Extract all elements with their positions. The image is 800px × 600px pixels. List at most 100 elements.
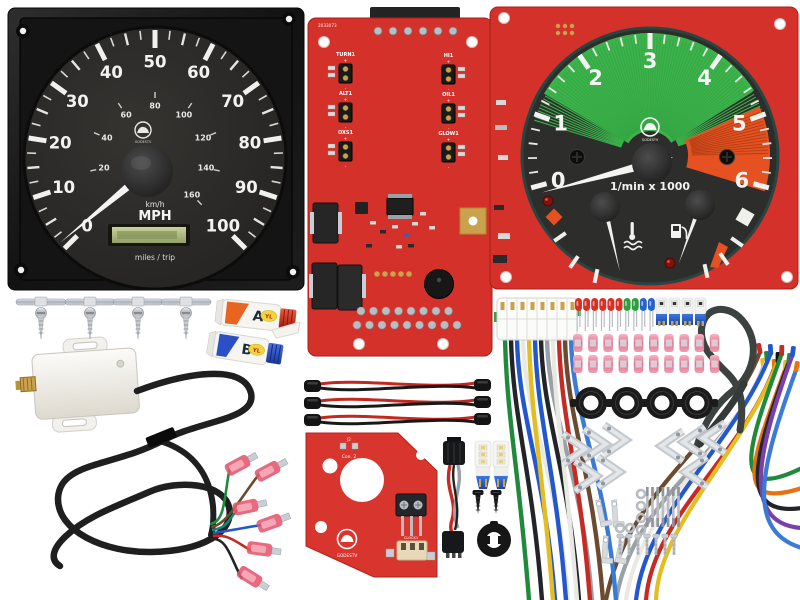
heatshrink-butt-connector bbox=[633, 355, 644, 373]
tick bbox=[70, 59, 81, 71]
polarity-minus: - bbox=[345, 165, 347, 170]
polarity-plus: + bbox=[344, 58, 348, 64]
bundle-wire bbox=[762, 367, 800, 550]
heatshrink-butt-connector bbox=[649, 355, 659, 373]
solder-pad bbox=[415, 320, 424, 330]
led-5mm bbox=[607, 298, 615, 331]
machine-screw bbox=[616, 533, 624, 555]
speedometer-brand-logo: GODESTV bbox=[134, 121, 152, 144]
solder-pad bbox=[394, 306, 403, 316]
metal-clip bbox=[601, 535, 614, 564]
speedometer-brand-text: GODESTV bbox=[135, 140, 152, 144]
rubber-grommet bbox=[606, 387, 648, 419]
angle-bracket bbox=[601, 421, 634, 459]
solder-pad bbox=[390, 320, 399, 330]
tick bbox=[32, 189, 52, 200]
fuel-icon bbox=[671, 224, 688, 239]
t5-led-bulb bbox=[474, 440, 492, 489]
harness-wire bbox=[502, 336, 532, 600]
tube-a-label-stripe bbox=[224, 301, 250, 325]
polarity-minus: - bbox=[448, 166, 450, 171]
mount-slot-top bbox=[72, 341, 98, 351]
angle-bracket bbox=[675, 423, 708, 461]
gauge-number: 100 bbox=[176, 110, 193, 119]
t10-led-bulb bbox=[668, 297, 681, 326]
plate-screw-terminal bbox=[395, 493, 427, 536]
solder-pad bbox=[352, 320, 362, 330]
clock-cable bbox=[442, 437, 465, 558]
tick bbox=[759, 127, 770, 132]
jumper-wire bbox=[304, 396, 491, 409]
gauge-number: 90 bbox=[235, 178, 258, 197]
gauge-number: 140 bbox=[198, 164, 215, 173]
gauge-number: 60 bbox=[121, 110, 133, 119]
tube-a-brand: YL bbox=[264, 314, 274, 321]
gauge-number: 6 bbox=[734, 169, 749, 193]
gauge-number: 2 bbox=[588, 66, 603, 90]
adapter-plate: J2 Con. 2 CLOCK1 GODESTV bbox=[305, 432, 438, 578]
angle-bracket bbox=[560, 430, 593, 468]
t10-led-bulb bbox=[655, 297, 668, 326]
tick bbox=[530, 181, 548, 191]
tick bbox=[241, 70, 250, 78]
plate-j2-label: J2 bbox=[346, 437, 351, 442]
harness-connector-pins bbox=[500, 302, 575, 310]
tick bbox=[117, 102, 123, 109]
tick bbox=[577, 53, 591, 70]
polarity-plus: + bbox=[344, 136, 348, 142]
gauge-number: 60 bbox=[187, 63, 210, 82]
heatshrink-butt-connector bbox=[649, 334, 659, 352]
terminal-label: OXS1 bbox=[338, 130, 354, 136]
solder-pad bbox=[427, 320, 437, 330]
terminal-header bbox=[441, 64, 456, 85]
heatshrink-butt-connector bbox=[709, 334, 720, 352]
tick bbox=[662, 34, 666, 44]
pcb-mount-holes bbox=[318, 36, 478, 350]
angle-bracket bbox=[653, 427, 686, 465]
tick bbox=[94, 42, 108, 62]
threaded-standoff bbox=[672, 487, 675, 527]
led-5mm bbox=[615, 298, 623, 331]
led-5mm bbox=[599, 298, 607, 331]
tick bbox=[762, 142, 772, 146]
tick bbox=[242, 80, 261, 96]
machine-screw bbox=[625, 533, 633, 555]
heatshrink-butt-connector bbox=[633, 334, 644, 352]
heatshrink-butt-connector bbox=[679, 334, 689, 352]
tick bbox=[533, 111, 551, 122]
threaded-standoff bbox=[651, 487, 654, 527]
tick bbox=[62, 234, 79, 251]
sender-cable bbox=[50, 370, 255, 570]
washer bbox=[614, 522, 626, 534]
tick bbox=[168, 30, 171, 40]
controller-pcb: 2033073 TURN1+-ALT1+-OXS1+-HI1+-OIL1+-GL… bbox=[307, 7, 493, 357]
solder-pad bbox=[356, 306, 366, 316]
threaded-standoff bbox=[656, 487, 659, 527]
jumper-wire bbox=[304, 413, 491, 426]
spade-connector bbox=[232, 498, 268, 516]
tick bbox=[90, 169, 97, 172]
led-5mm bbox=[575, 298, 582, 331]
tick bbox=[271, 180, 281, 184]
t10-led-bulb bbox=[694, 297, 707, 326]
metal-clip bbox=[595, 499, 613, 528]
pcb-sensor-terminals: TURN1+-ALT1+-OXS1+-HI1+-OIL1+-GLOW1+- bbox=[327, 52, 466, 171]
black-screw bbox=[490, 490, 502, 514]
tick bbox=[123, 33, 130, 46]
terminal-header bbox=[441, 103, 456, 124]
rubber-trim-strip bbox=[693, 306, 757, 450]
harness-wire bbox=[508, 336, 545, 600]
polarity-plus: + bbox=[344, 97, 348, 103]
gauge-number: 120 bbox=[195, 134, 212, 143]
wire-end-sleeve bbox=[789, 345, 796, 358]
tube-b-label-stripe bbox=[216, 333, 240, 358]
spade-wire bbox=[212, 523, 263, 535]
tick bbox=[258, 94, 268, 101]
washer bbox=[624, 522, 636, 534]
led-5mm bbox=[583, 298, 591, 331]
pcb-components bbox=[309, 194, 487, 311]
solder-pad bbox=[452, 320, 462, 330]
bundle-wire bbox=[758, 352, 800, 530]
